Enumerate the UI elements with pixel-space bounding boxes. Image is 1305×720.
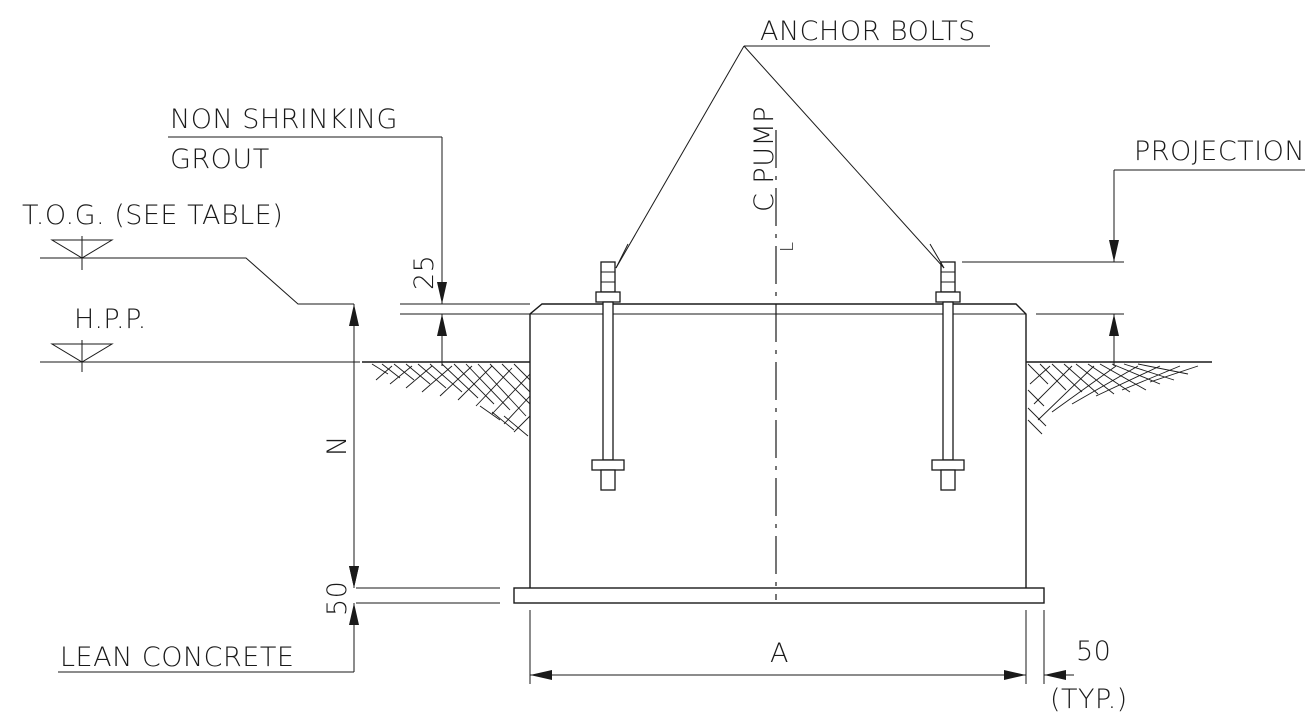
dim-n: N (322, 304, 359, 588)
hpp-label: H.P.P. (74, 304, 147, 335)
dim-50-arrow-up (349, 603, 359, 625)
projection-dim: PROJECTION (962, 136, 1305, 366)
ground-hatch-right (1026, 361, 1212, 435)
tog-label: T.O.G. (SEE TABLE) (22, 200, 283, 231)
dim-n-arrow-up (349, 304, 359, 326)
ground-hatch-left (362, 361, 531, 437)
anchor-bolts-leader: ANCHOR BOLTS (615, 16, 990, 269)
dim-50-arrow-down (349, 566, 359, 588)
projection-label: PROJECTION (1134, 136, 1305, 167)
grout-label: GROUT (170, 144, 270, 175)
tog-level: T.O.G. (SEE TABLE) (22, 200, 354, 305)
grout-arrow-down (437, 282, 447, 304)
pump-centerline: C PUMP L (749, 106, 798, 600)
anchor-bolt-right (931, 261, 965, 491)
lean-concrete-slab (356, 587, 1045, 604)
dim-a-arrow-left (530, 670, 552, 680)
dim-a-arrow-right (1004, 670, 1026, 680)
centerline-l-label: L (777, 241, 798, 252)
dim-a: A 50 (TYP.) (529, 610, 1128, 715)
dim-50-left-label: 50 (322, 581, 353, 616)
centerline-pump-label: C PUMP (749, 106, 780, 212)
projection-arrow-up (1109, 314, 1119, 336)
typ-label: (TYP.) (1050, 684, 1128, 715)
anchor-bolts-label: ANCHOR BOLTS (760, 16, 976, 47)
dim-25-label: 25 (409, 255, 440, 290)
dim-50-right-arrow (1044, 670, 1066, 680)
dim-n-label: N (322, 435, 353, 456)
projection-arrow-down (1109, 240, 1119, 262)
dim-a-label: A (770, 638, 789, 669)
lean-concrete-label: LEAN CONCRETE (60, 642, 294, 673)
grout-arrow-up (437, 314, 447, 336)
non-shrinking-label: NON SHRINKING (170, 104, 398, 135)
anchor-bolt-left (591, 261, 625, 491)
grout-leader: NON SHRINKING GROUT 25 (168, 104, 530, 366)
hpp-level: H.P.P. (40, 304, 360, 372)
dim-50-left: 50 LEAN CONCRETE (58, 566, 359, 673)
dim-50-right-label: 50 (1076, 636, 1111, 667)
